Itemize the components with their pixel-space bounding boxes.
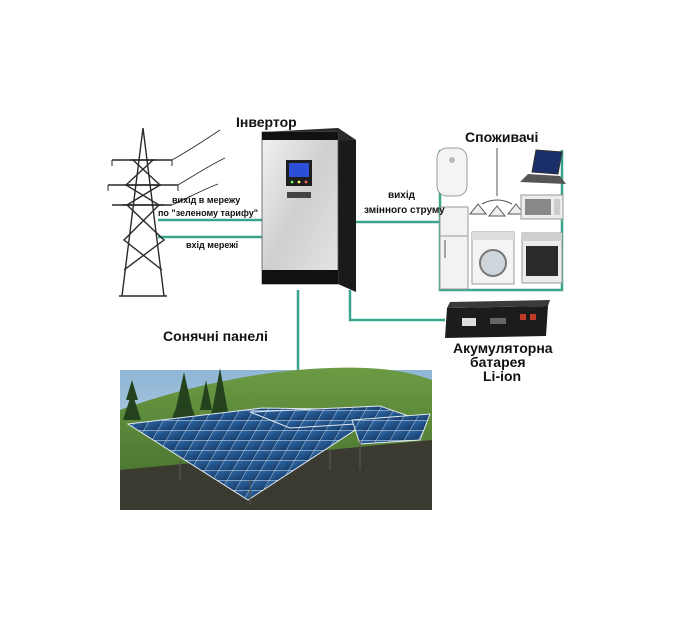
ac-out-label-line2: змінного струму: [364, 205, 445, 216]
laptop-icon: [520, 149, 566, 184]
battery-label-line3: Li-ion: [483, 368, 522, 384]
washing-machine-icon: [471, 231, 515, 285]
consumers-label: Споживачі: [465, 129, 539, 145]
grid-out-label-line2: по "зеленому тарифу": [158, 208, 258, 218]
microwave-icon: [520, 194, 564, 220]
ac-out-label-line1: вихід: [388, 190, 415, 201]
battery-label-line1: Акумуляторна: [453, 340, 553, 356]
grid-out-label-line1: вихід в мережу: [172, 195, 241, 205]
oven-icon: [521, 232, 563, 284]
battery-label-line2: батарея: [470, 354, 526, 370]
inverter-label: Інвертор: [236, 114, 297, 130]
refrigerator-icon: [439, 206, 469, 290]
battery-icon: [445, 300, 550, 338]
power-tower-icon: [107, 127, 226, 297]
solar-panels-label: Сонячні панелі: [163, 328, 268, 344]
water-heater-icon: [436, 147, 468, 197]
battery-line: [348, 290, 445, 322]
grid-in-label: вхід мережі: [186, 240, 239, 250]
inverter-icon: [261, 128, 356, 292]
chandelier-icon: [468, 148, 526, 217]
solar-panel-icon: [120, 367, 432, 510]
